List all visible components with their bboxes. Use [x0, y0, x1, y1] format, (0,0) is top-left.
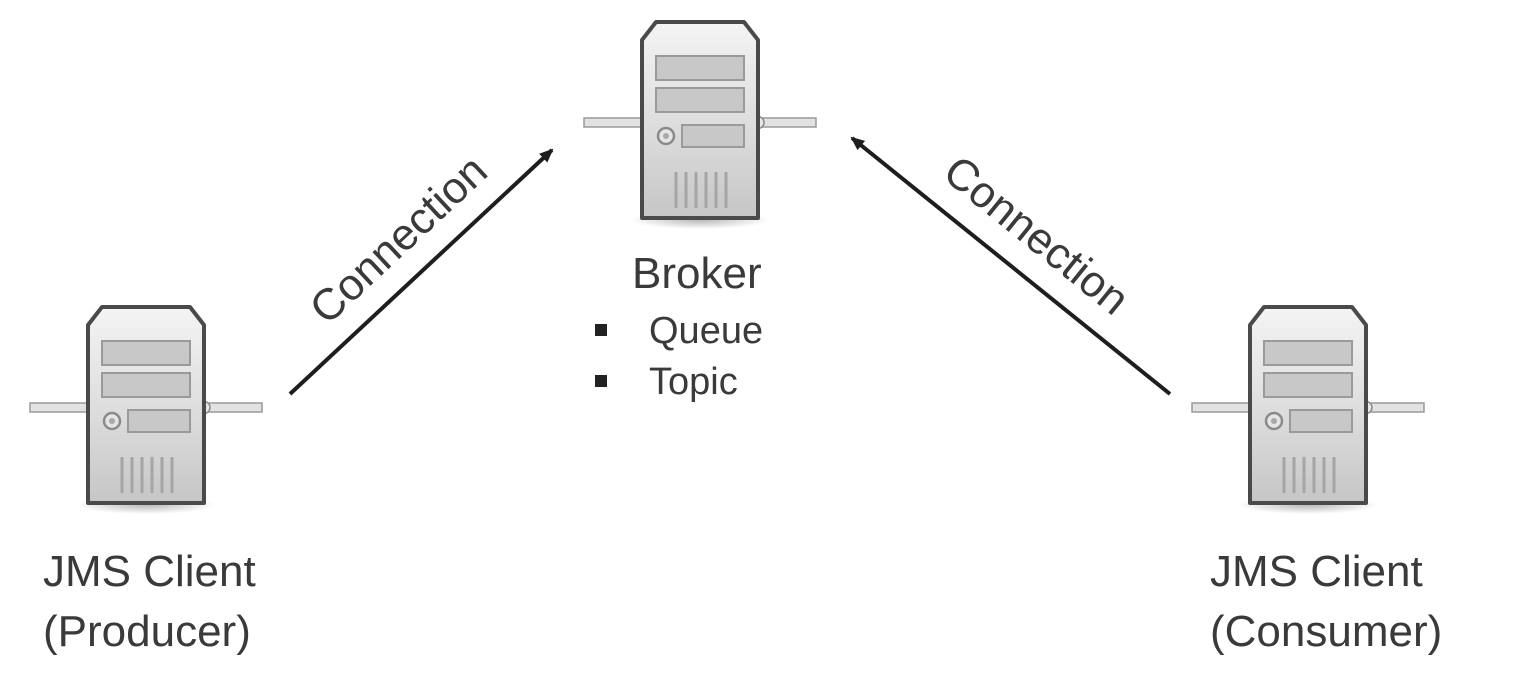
broker-title: Broker	[632, 249, 762, 298]
producer-server-icon	[28, 305, 264, 516]
consumer-label-line1: JMS Client	[1210, 547, 1423, 596]
broker-destination-item: Queue	[593, 306, 763, 357]
broker-destination-item: Topic	[593, 357, 763, 408]
producer-label-line2: (Producer)	[43, 607, 251, 656]
consumer-server-icon	[1190, 305, 1426, 516]
bullet-square-icon	[595, 375, 607, 387]
producer-label-line1: JMS Client	[43, 547, 256, 596]
broker-server-icon	[582, 20, 818, 231]
consumer-label-line2: (Consumer)	[1210, 607, 1443, 656]
broker-destination-label: Topic	[649, 361, 738, 403]
bullet-square-icon	[595, 324, 607, 336]
consumer-connection-arrow	[850, 136, 1172, 396]
producer-connection-arrow	[288, 148, 554, 396]
broker-destination-list: Queue Topic	[593, 306, 763, 408]
broker-destination-label: Queue	[649, 310, 764, 352]
